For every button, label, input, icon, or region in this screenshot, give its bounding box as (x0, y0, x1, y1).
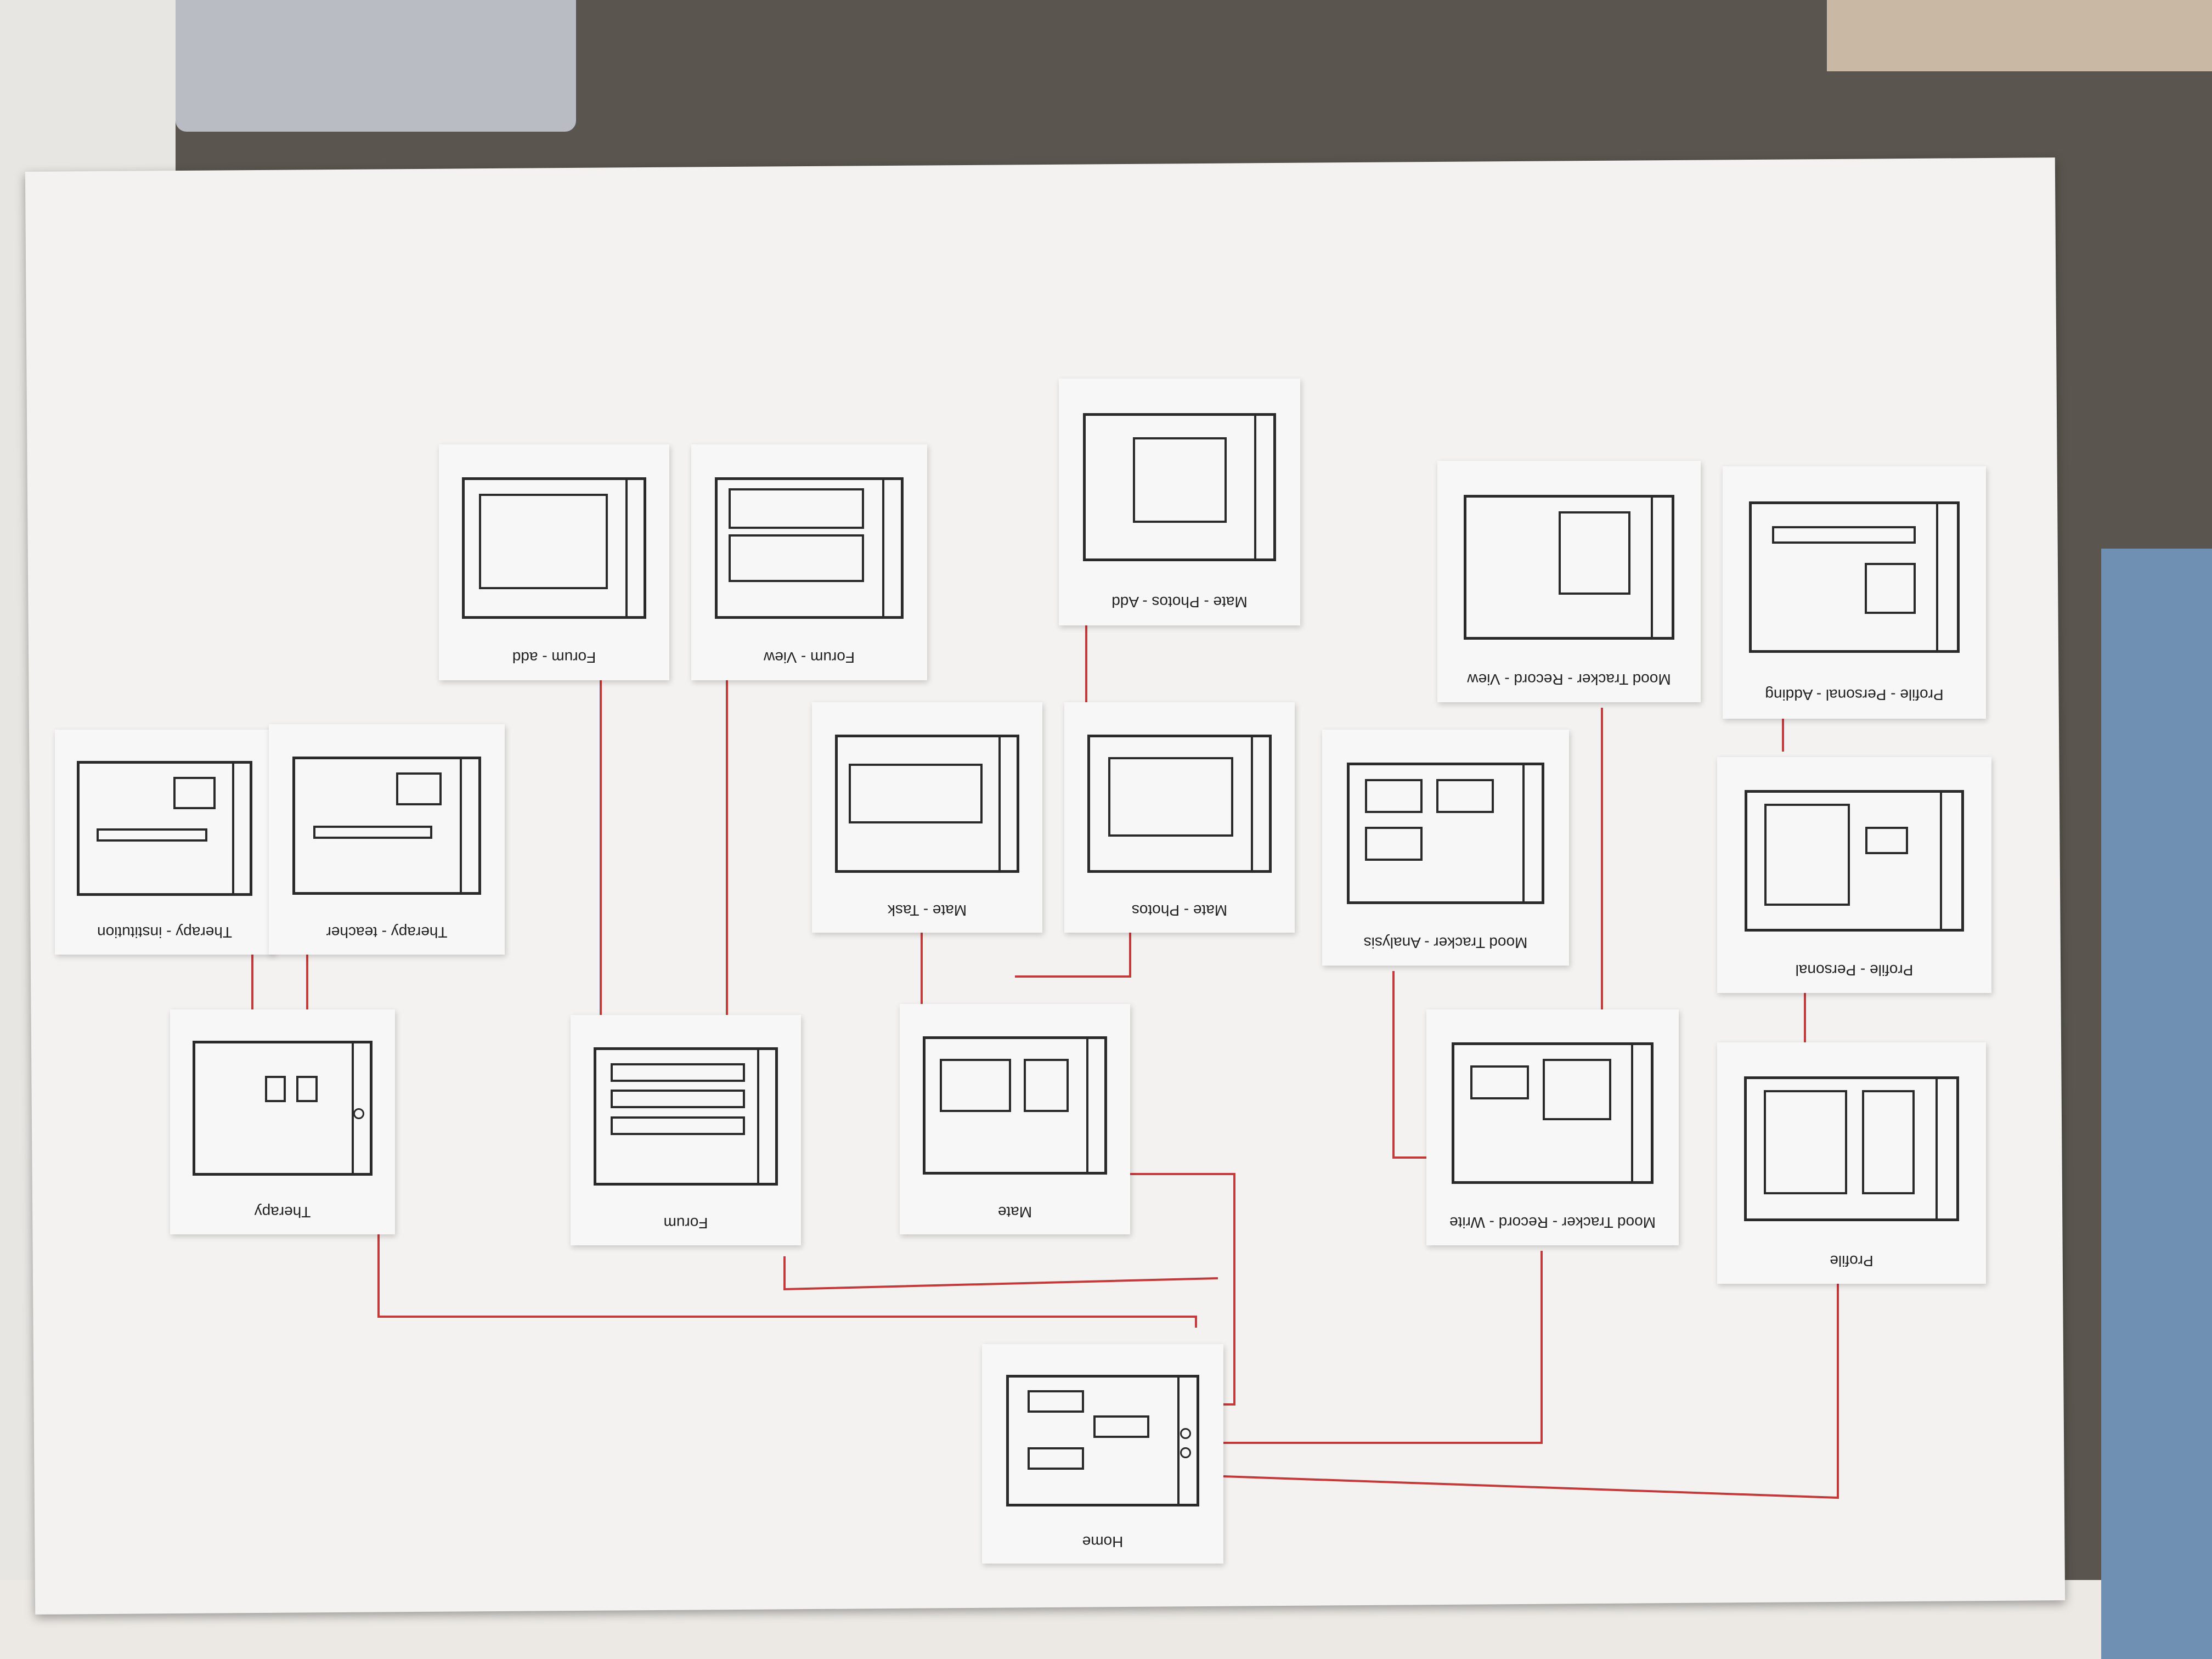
note-label: Mood Tracker - Record - Write (1449, 1214, 1656, 1232)
sketch-mood-view: Mood Tracker - Record - View (1437, 461, 1701, 702)
note-label: Mood Tracker - Analysis (1363, 934, 1528, 952)
note-label: Profile - Personal (1795, 962, 1914, 979)
sketch-profile-personal: Profile - Personal (1717, 757, 1991, 993)
note-label: Mate - Task (887, 901, 967, 919)
jeans (2101, 549, 2212, 1659)
sketch-profile-personal-add: Profile - Personal - Adding (1723, 466, 1986, 719)
note-label: Profile - Personal - Adding (1765, 686, 1944, 704)
sketch-mood-write: Mood Tracker - Record - Write (1426, 1009, 1679, 1245)
sketch-home: Home (982, 1344, 1223, 1564)
note-label: Home (1082, 1533, 1124, 1550)
sketch-forum-add: Forum - add (439, 444, 669, 680)
note-label: Therapy (254, 1204, 311, 1221)
sketch-therapy-teacher: Therapy - teacher (269, 724, 505, 955)
note-label: Therapy - institution (97, 924, 232, 941)
sketch-forum: Forum (571, 1015, 801, 1245)
sketch-forum-view: Forum - View (691, 444, 927, 680)
note-label: Forum - add (512, 649, 596, 667)
note-label: Forum - View (764, 649, 855, 667)
sketch-therapy-institution: Therapy - institution (55, 730, 274, 955)
note-label: Therapy - teacher (326, 923, 448, 941)
sketch-mate-photos: Mate - Photos (1064, 702, 1295, 933)
sketch-mate-task: Mate - Task (812, 702, 1042, 933)
note-label: Mate (997, 1203, 1032, 1221)
sketch-mate: Mate (900, 1004, 1130, 1234)
sketch-profile: Profile (1717, 1042, 1986, 1284)
note-label: Mate - Photos (1131, 901, 1228, 919)
note-label: Profile (1830, 1252, 1874, 1269)
sketch-therapy: Therapy (170, 1009, 395, 1234)
note-label: Mood Tracker - Record - View (1467, 670, 1671, 688)
note-label: Mate - Photos - Add (1111, 594, 1248, 611)
note-label: Forum (663, 1214, 708, 1232)
desk-right-top (1827, 0, 2212, 71)
sketch-mood-analysis: Mood Tracker - Analysis (1322, 730, 1569, 966)
sketch-mate-photos-add: Mate - Photos - Add (1059, 379, 1300, 625)
laptop (176, 0, 576, 132)
